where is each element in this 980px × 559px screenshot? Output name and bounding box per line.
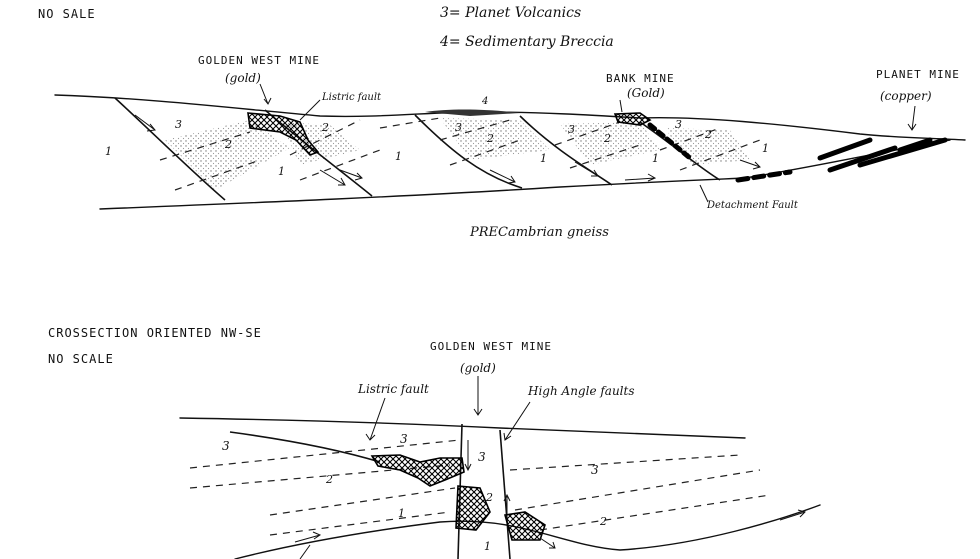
unit-label: 1	[484, 540, 491, 553]
breccia-unit-4	[425, 109, 520, 116]
legend-sedimentary-breccia: 4= Sedimentary Breccia	[439, 34, 614, 50]
unit-label: 3	[400, 432, 408, 446]
listric-fault-label-lower: Listric fault	[357, 382, 429, 396]
unit-label: 4	[481, 96, 488, 107]
unit-label: 2	[603, 132, 611, 145]
golden-west-mine-label-lower: GOLDEN WEST MINE	[430, 340, 552, 353]
upper-ground-surface	[54, 94, 966, 141]
unit-label: 1	[540, 152, 547, 165]
unit-label: 2	[599, 515, 607, 528]
legend-planet-volcanics: 3= Planet Volcanics	[440, 5, 581, 21]
lower-fault-orebody-2	[503, 511, 546, 541]
unit-label: 1	[398, 507, 405, 520]
lower-cross-section: CROSSECTION ORIENTED NW-SE NO SCALE GOLD…	[48, 326, 821, 559]
unit-label: 2	[325, 473, 333, 486]
unit-label: 2	[485, 491, 493, 504]
listric-fault-label-upper: Listric fault	[321, 92, 382, 103]
detachment-fault-label: Detachment Fault	[706, 200, 799, 211]
planet-mine-label: PLANET MINE	[876, 68, 960, 81]
unit-label: 3	[675, 118, 682, 131]
unit-label: 3	[455, 121, 462, 134]
unit-label: 1	[395, 150, 402, 163]
upper-detachment-line	[99, 139, 951, 210]
bank-commodity: (Gold)	[627, 86, 665, 100]
lower-fault-orebody-1	[455, 485, 491, 531]
planet-commodity: (copper)	[880, 89, 932, 103]
golden-west-commodity-lower: (gold)	[460, 361, 496, 375]
unit-label: 3	[175, 118, 182, 131]
bank-mine-label: BANK MINE	[606, 72, 675, 85]
unit-label: 3	[591, 463, 599, 477]
lower-title: CROSSECTION ORIENTED NW-SE	[48, 326, 262, 340]
unit-label: 1	[762, 142, 769, 155]
unit-label: 1	[652, 152, 659, 165]
unit-label: 3	[568, 123, 575, 136]
unit-label: 1	[105, 145, 112, 158]
high-angle-faults-label: High Angle faults	[527, 384, 635, 398]
lower-no-scale: NO SCALE	[48, 352, 114, 366]
unit-label: 1	[278, 165, 285, 178]
lower-ground-surface	[179, 417, 746, 439]
unit-label: 3	[222, 439, 230, 453]
no-scale-top: NO SALE	[38, 7, 96, 21]
unit-label: 2	[486, 132, 494, 145]
unit-label: 3	[478, 450, 486, 464]
unit-label: 2	[321, 121, 329, 134]
lower-listric-orebody	[370, 454, 465, 487]
golden-west-mine-label: GOLDEN WEST MINE	[198, 54, 320, 67]
golden-west-commodity: (gold)	[225, 71, 261, 85]
bank-orebody	[613, 112, 652, 126]
unit-label: 2	[224, 138, 232, 151]
golden-west-orebody	[247, 112, 320, 156]
upper-cross-section: 1 3 2 1 2 1 3 2 1 3 2 1 4 3 2 1 GOLDEN W…	[54, 54, 966, 240]
unit-label: 2	[704, 128, 712, 141]
precambrian-gneiss-label: PRECambrian gneiss	[469, 225, 609, 240]
